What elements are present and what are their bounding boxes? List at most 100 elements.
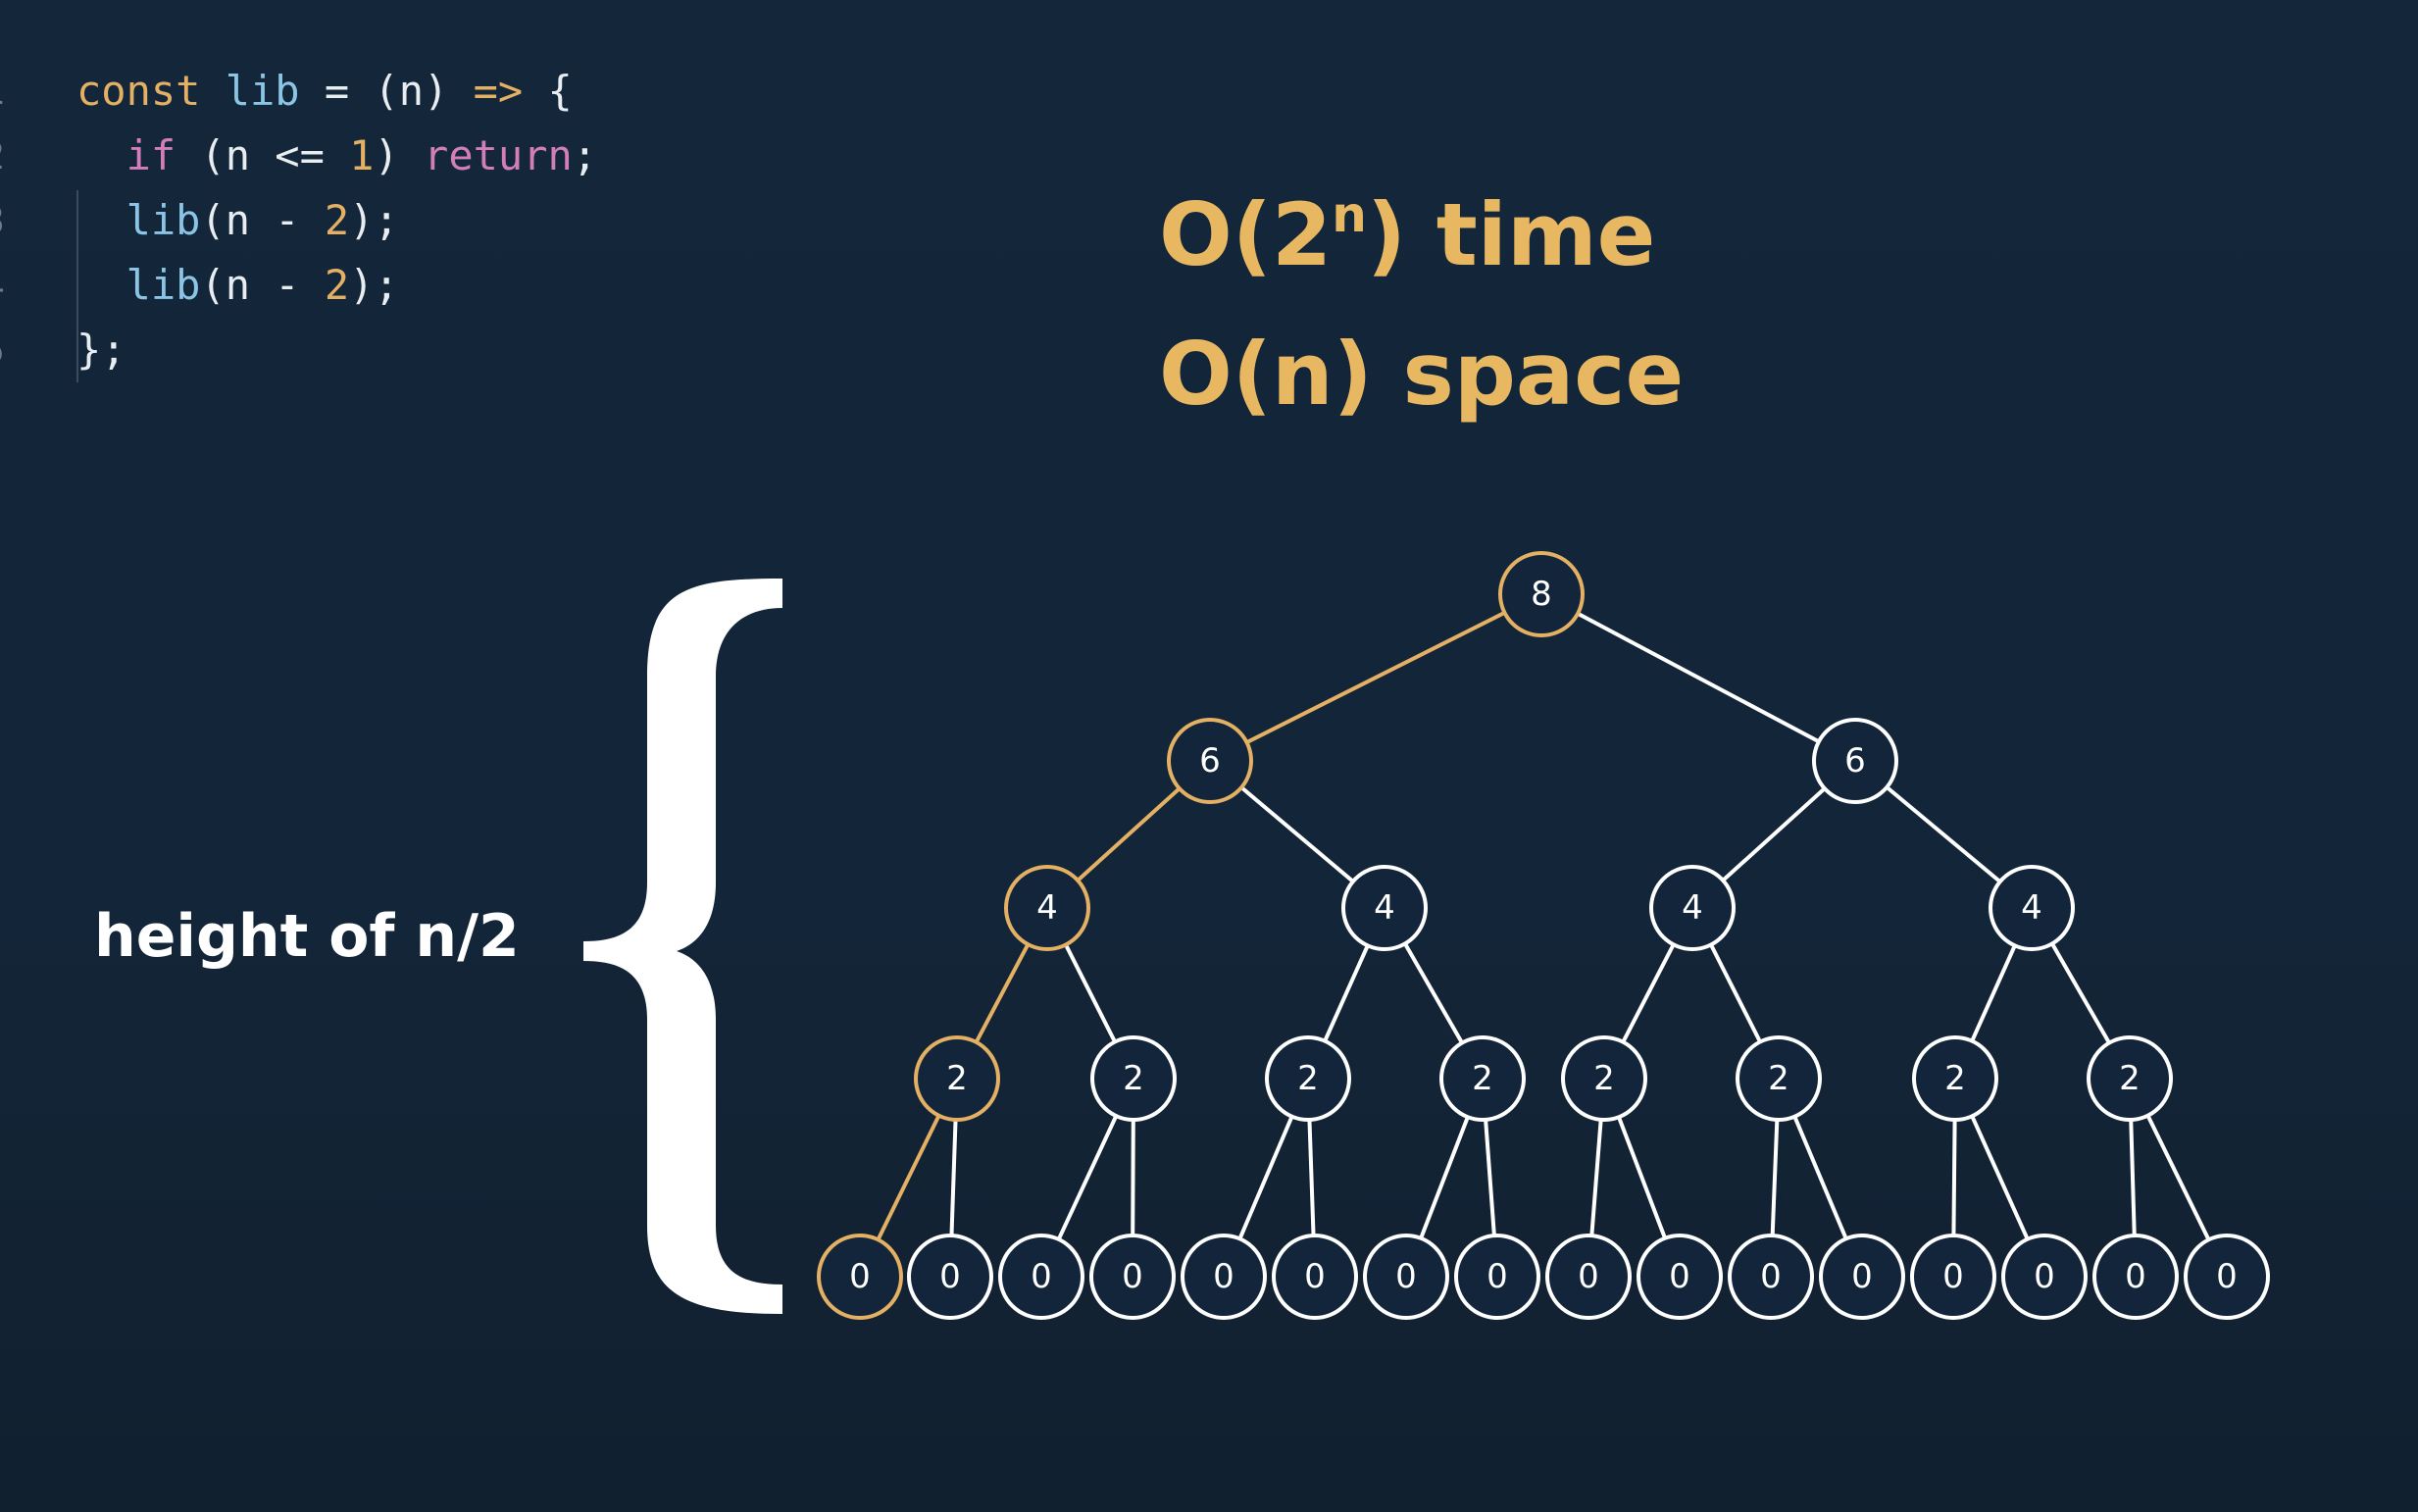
tree-node: 0 (1728, 1234, 1814, 1320)
tree-node: 8 (1498, 551, 1585, 637)
node-label: 4 (1374, 888, 1395, 928)
tree-node: 0 (2001, 1234, 2088, 1320)
height-label: height of n/2 (94, 902, 520, 971)
node-label: 2 (1944, 1059, 1966, 1098)
node-circle (1910, 1234, 1996, 1320)
tree-node: 0 (907, 1234, 993, 1320)
node-label: 6 (1199, 741, 1221, 781)
tree-node: 0 (1910, 1234, 1996, 1320)
node-circle (998, 1234, 1084, 1320)
tree-node: 6 (1812, 718, 1898, 804)
node-label: 2 (1123, 1059, 1144, 1098)
tree-node: 2 (914, 1035, 1000, 1122)
tree-node: 0 (1819, 1234, 1905, 1320)
code-text: lib(n - 2); (76, 253, 399, 318)
code-text: const lib = (n) => { (76, 59, 573, 124)
node-circle (907, 1234, 993, 1320)
node-circle (1181, 1234, 1267, 1320)
line-number: 1 (0, 59, 12, 124)
node-label: 4 (1036, 888, 1058, 928)
code-token: 1 (349, 131, 375, 179)
node-circle (1004, 865, 1090, 951)
node-label: 0 (1578, 1257, 1599, 1296)
node-label: 0 (939, 1257, 961, 1296)
node-circle (1272, 1234, 1358, 1320)
tree-edge (1540, 592, 1856, 763)
code-token: return (424, 131, 573, 179)
node-circle (1167, 718, 1253, 804)
node-label: 0 (1122, 1257, 1143, 1296)
code-token: if (76, 131, 176, 179)
node-circle (1498, 551, 1585, 637)
tree-node: 2 (1090, 1035, 1177, 1122)
line-number: 5 (0, 318, 12, 382)
node-label: 0 (1031, 1257, 1052, 1296)
tree-node: 0 (998, 1234, 1084, 1320)
node-circle (1439, 1035, 1526, 1122)
tree-node: 2 (1265, 1035, 1351, 1122)
code-token: (n - (200, 196, 325, 244)
code-token: = (n) (299, 67, 474, 115)
tree-node: 0 (1181, 1234, 1267, 1320)
node-circle (817, 1234, 903, 1320)
node-circle (1545, 1234, 1632, 1320)
tree-node: 6 (1167, 718, 1253, 804)
line-number: 2 (0, 124, 12, 188)
node-circle (2184, 1234, 2270, 1320)
code-token: ); (349, 196, 399, 244)
node-circle (2087, 1035, 2173, 1122)
code-text: if (n <= 1) return; (76, 124, 598, 188)
code-token: => (473, 67, 524, 115)
node-label: 0 (1851, 1257, 1873, 1296)
node-label: 0 (1669, 1257, 1690, 1296)
code-text: lib(n - 2); (76, 188, 399, 253)
tree-node: 0 (1637, 1234, 1723, 1320)
node-label: 2 (2119, 1059, 2141, 1098)
code-token: 2 (324, 196, 350, 244)
node-label: 2 (946, 1059, 968, 1098)
tree-node: 0 (2092, 1234, 2179, 1320)
code-token: (n - (200, 261, 325, 309)
code-token: }; (76, 326, 126, 374)
code-token: lib (76, 196, 201, 244)
node-label: 0 (2125, 1257, 2146, 1296)
time-suffix: ) time (1366, 184, 1656, 285)
tree-node: 4 (1341, 865, 1428, 951)
tree-edge (1209, 592, 1542, 763)
node-label: 6 (1844, 741, 1866, 781)
code-token: const (76, 67, 226, 115)
node-circle (1637, 1234, 1723, 1320)
code-token: lib (76, 261, 201, 309)
node-circle (2092, 1234, 2179, 1320)
tree-node: 2 (1439, 1035, 1526, 1122)
tree-node: 0 (1454, 1234, 1540, 1320)
node-circle (1819, 1234, 1905, 1320)
node-label: 0 (1486, 1257, 1508, 1296)
line-number: 4 (0, 253, 12, 318)
node-label: 0 (1395, 1257, 1417, 1296)
code-text: }; (76, 318, 126, 382)
node-circle (1812, 718, 1898, 804)
code-token: (n <= (176, 131, 350, 179)
tree-node: 2 (1561, 1035, 1647, 1122)
code-token: { (523, 67, 573, 115)
curly-brace-icon (583, 579, 782, 1314)
node-label: 2 (1593, 1059, 1615, 1098)
node-label: 2 (1297, 1059, 1319, 1098)
node-circle (1561, 1035, 1647, 1122)
tree-node: 2 (1912, 1035, 1998, 1122)
tree-node: 0 (2184, 1234, 2270, 1320)
node-circle (2001, 1234, 2088, 1320)
node-label: 0 (2216, 1257, 2238, 1296)
tree-node: 0 (817, 1234, 903, 1320)
code-token: ); (349, 261, 399, 309)
code-token: 2 (324, 261, 350, 309)
time-complexity: O(2n) time (1159, 190, 1655, 278)
node-label: 0 (2034, 1257, 2055, 1296)
node-circle (1912, 1035, 1998, 1122)
indent-guide (76, 190, 78, 382)
node-circle (1090, 1035, 1177, 1122)
tree-node: 2 (1736, 1035, 1822, 1122)
